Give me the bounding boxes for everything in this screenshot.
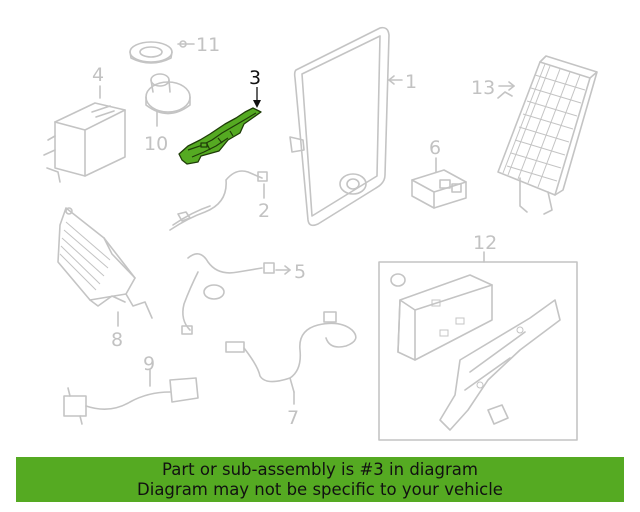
callout-5: 5 xyxy=(294,261,306,283)
callout-9: 9 xyxy=(143,353,155,375)
part-notice-banner: Part or sub-assembly is #3 in diagram Di… xyxy=(16,457,624,502)
part-6-switch xyxy=(411,157,467,209)
callout-11: 11 xyxy=(196,34,220,56)
part-4-module xyxy=(43,85,126,183)
callout-13: 13 xyxy=(471,77,495,99)
exploded-parts-diagram: 11 10 4 3 xyxy=(43,26,598,441)
banner-line-2: Diagram may not be specific to your vehi… xyxy=(137,480,503,499)
callout-3: 3 xyxy=(249,67,261,89)
callout-2: 2 xyxy=(258,200,270,222)
part-12-assembly xyxy=(390,273,561,431)
part-3-bracket-highlighted xyxy=(178,107,262,165)
callout-3-arrowhead xyxy=(253,100,261,108)
banner-line-1: Part or sub-assembly is #3 in diagram xyxy=(162,460,478,479)
part-2-wire-harness xyxy=(169,170,268,231)
callout-6: 6 xyxy=(429,137,441,159)
callout-4: 4 xyxy=(92,64,104,86)
part-1-display-panel xyxy=(289,26,403,227)
part-12-box xyxy=(378,261,578,441)
part-8-bracket-module xyxy=(57,207,153,327)
part-10-speaker xyxy=(145,73,191,127)
part-11-ring-clip xyxy=(129,40,195,64)
part-13-amplifier xyxy=(497,55,598,215)
callout-8: 8 xyxy=(111,329,123,351)
part-9-harness xyxy=(63,369,199,425)
part-7-long-harness xyxy=(225,311,357,405)
callout-7: 7 xyxy=(287,407,299,429)
callout-12: 12 xyxy=(473,232,497,254)
callout-1: 1 xyxy=(405,71,417,93)
callout-10: 10 xyxy=(144,133,168,155)
part-5-harness xyxy=(181,253,291,335)
